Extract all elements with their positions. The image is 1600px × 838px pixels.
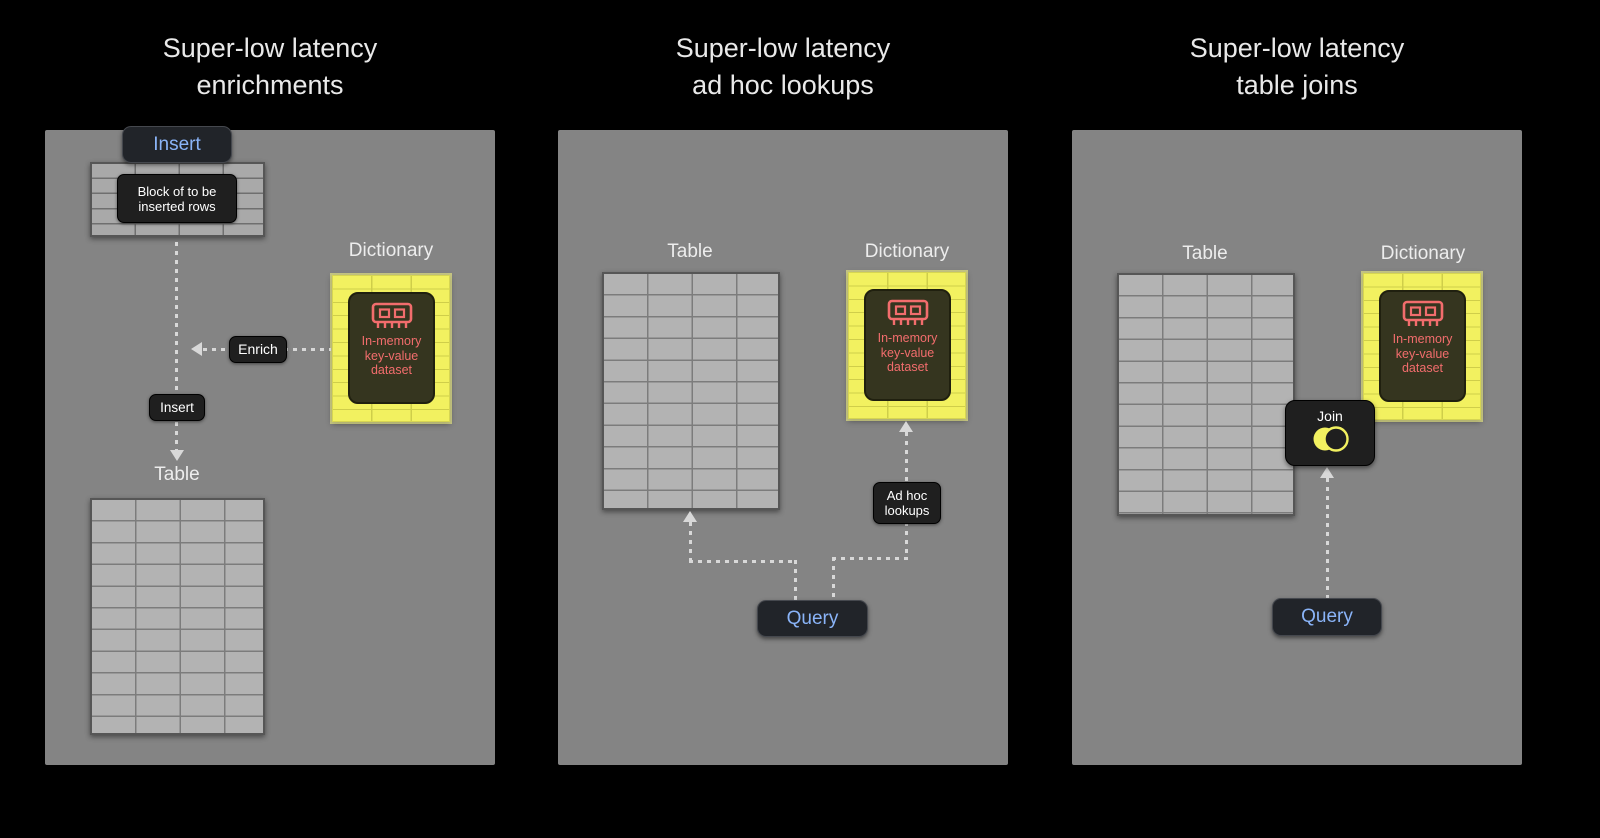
table-query-arrowhead	[683, 511, 697, 522]
adhoc-lookups-badge: Ad hoc lookups	[873, 482, 941, 524]
dict-query-line-drop	[832, 557, 835, 600]
title-adhoc-lookups: Super-low latency ad hoc lookups	[558, 30, 1008, 104]
title-line: enrichments	[196, 70, 344, 100]
table-query-line-drop	[794, 560, 797, 600]
dictionary-label: Dictionary	[864, 241, 950, 262]
memory-chip-icon	[371, 302, 412, 328]
dictionary-inner-card: In-memory key-value dataset	[1379, 290, 1466, 402]
title-line: Super-low latency	[162, 33, 378, 63]
memory-chip-icon	[1402, 300, 1443, 326]
table-label: Table	[1182, 243, 1228, 264]
source-table	[602, 272, 780, 510]
dict-query-line-horizontal	[832, 557, 908, 560]
insert-arrow-badge: Insert	[149, 394, 205, 421]
title-line: Super-low latency	[675, 33, 891, 63]
join-label: Join	[1317, 408, 1343, 424]
source-table	[1117, 273, 1295, 516]
enrich-badge: Enrich	[229, 336, 287, 363]
table-query-line-horizontal	[689, 560, 796, 563]
memory-chip-icon	[887, 299, 928, 325]
dictionary-label: Dictionary	[348, 240, 434, 261]
title-table-joins: Super-low latency table joins	[1072, 30, 1522, 104]
query-button[interactable]: Query	[1272, 598, 1382, 636]
join-query-arrowhead	[1320, 467, 1334, 478]
table-label: Table	[154, 464, 200, 485]
dictionary-description: In-memory key-value dataset	[877, 331, 938, 374]
table-query-line-vertical	[689, 522, 692, 562]
dictionary-description: In-memory key-value dataset	[1392, 332, 1453, 375]
query-button[interactable]: Query	[757, 600, 868, 637]
title-line: ad hoc lookups	[692, 70, 874, 100]
insert-flow-line	[175, 242, 178, 450]
dict-query-arrowhead	[899, 421, 913, 432]
dictionary-box: In-memory key-value dataset	[332, 275, 450, 422]
target-table	[90, 498, 265, 735]
dictionary-box: In-memory key-value dataset	[848, 272, 966, 419]
enrich-arrowhead	[191, 342, 202, 356]
dictionary-label: Dictionary	[1380, 243, 1466, 264]
join-node: Join	[1285, 400, 1375, 466]
title-enrichments: Super-low latency enrichments	[45, 30, 495, 104]
panel-table-joins: Table Dictionary In-memory key-value dat…	[1072, 130, 1522, 765]
block-of-rows-label: Block of to be inserted rows	[117, 174, 237, 223]
panel-adhoc-lookups: Table Dictionary In-memory key-value dat…	[558, 130, 1008, 765]
insert-button[interactable]: Insert	[122, 126, 232, 163]
dictionary-inner-card: In-memory key-value dataset	[348, 292, 435, 404]
insert-flow-arrowhead	[170, 450, 184, 461]
table-label: Table	[667, 241, 713, 262]
dictionary-description: In-memory key-value dataset	[361, 334, 422, 377]
dictionary-box: In-memory key-value dataset	[1363, 273, 1481, 420]
title-line: table joins	[1236, 70, 1358, 100]
dictionary-inner-card: In-memory key-value dataset	[864, 289, 951, 401]
panel-enrichments: Insert Block of to be inserted rows Inse…	[45, 126, 495, 765]
title-line: Super-low latency	[1189, 33, 1405, 63]
venn-join-icon	[1313, 426, 1349, 452]
join-query-line	[1326, 478, 1329, 598]
